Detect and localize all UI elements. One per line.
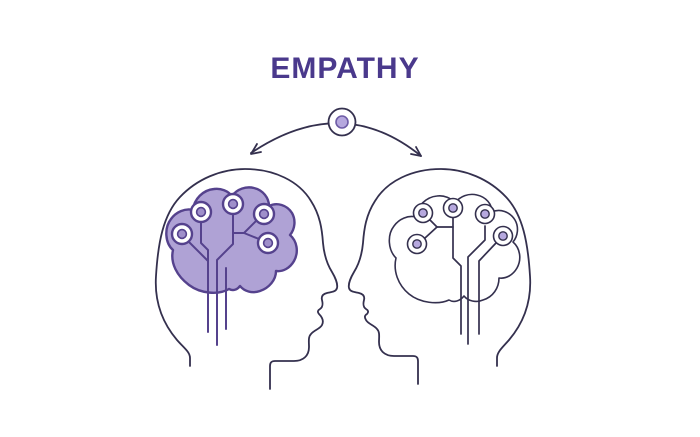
left-trace (187, 240, 209, 262)
right-brain-nodes (406, 197, 514, 255)
right-trace (452, 217, 462, 335)
circuit-node-icon (189, 200, 213, 224)
circuit-node-icon (170, 222, 194, 246)
right-head (347, 168, 532, 385)
left-head-outline (154, 168, 339, 390)
hub-inner-dot (335, 115, 349, 129)
right-brain-traces (424, 217, 497, 345)
circuit-node-icon (256, 231, 280, 255)
left-head (154, 168, 339, 390)
circuit-node-icon (474, 203, 496, 225)
left-brain-traces (187, 213, 260, 346)
left-brain-nodes (170, 192, 280, 255)
circuit-node-icon (221, 192, 245, 216)
right-trace (429, 219, 438, 228)
circuit-node-icon (252, 202, 276, 226)
diagram-title: EMPATHY (270, 52, 420, 85)
right-head-outline (347, 168, 532, 385)
right-trace (478, 242, 497, 335)
circuit-node-icon (442, 197, 464, 219)
circuit-node-icon (412, 202, 434, 224)
left-trace (243, 232, 260, 240)
left-trace (200, 221, 209, 333)
arrowhead-right-icon (410, 146, 422, 157)
circuit-node-icon (492, 225, 514, 247)
right-trace (467, 225, 486, 345)
circuit-node-icon (406, 233, 428, 255)
left-trace (216, 213, 234, 346)
shared-node-icon (327, 107, 357, 137)
arrowhead-left-icon (250, 143, 262, 155)
